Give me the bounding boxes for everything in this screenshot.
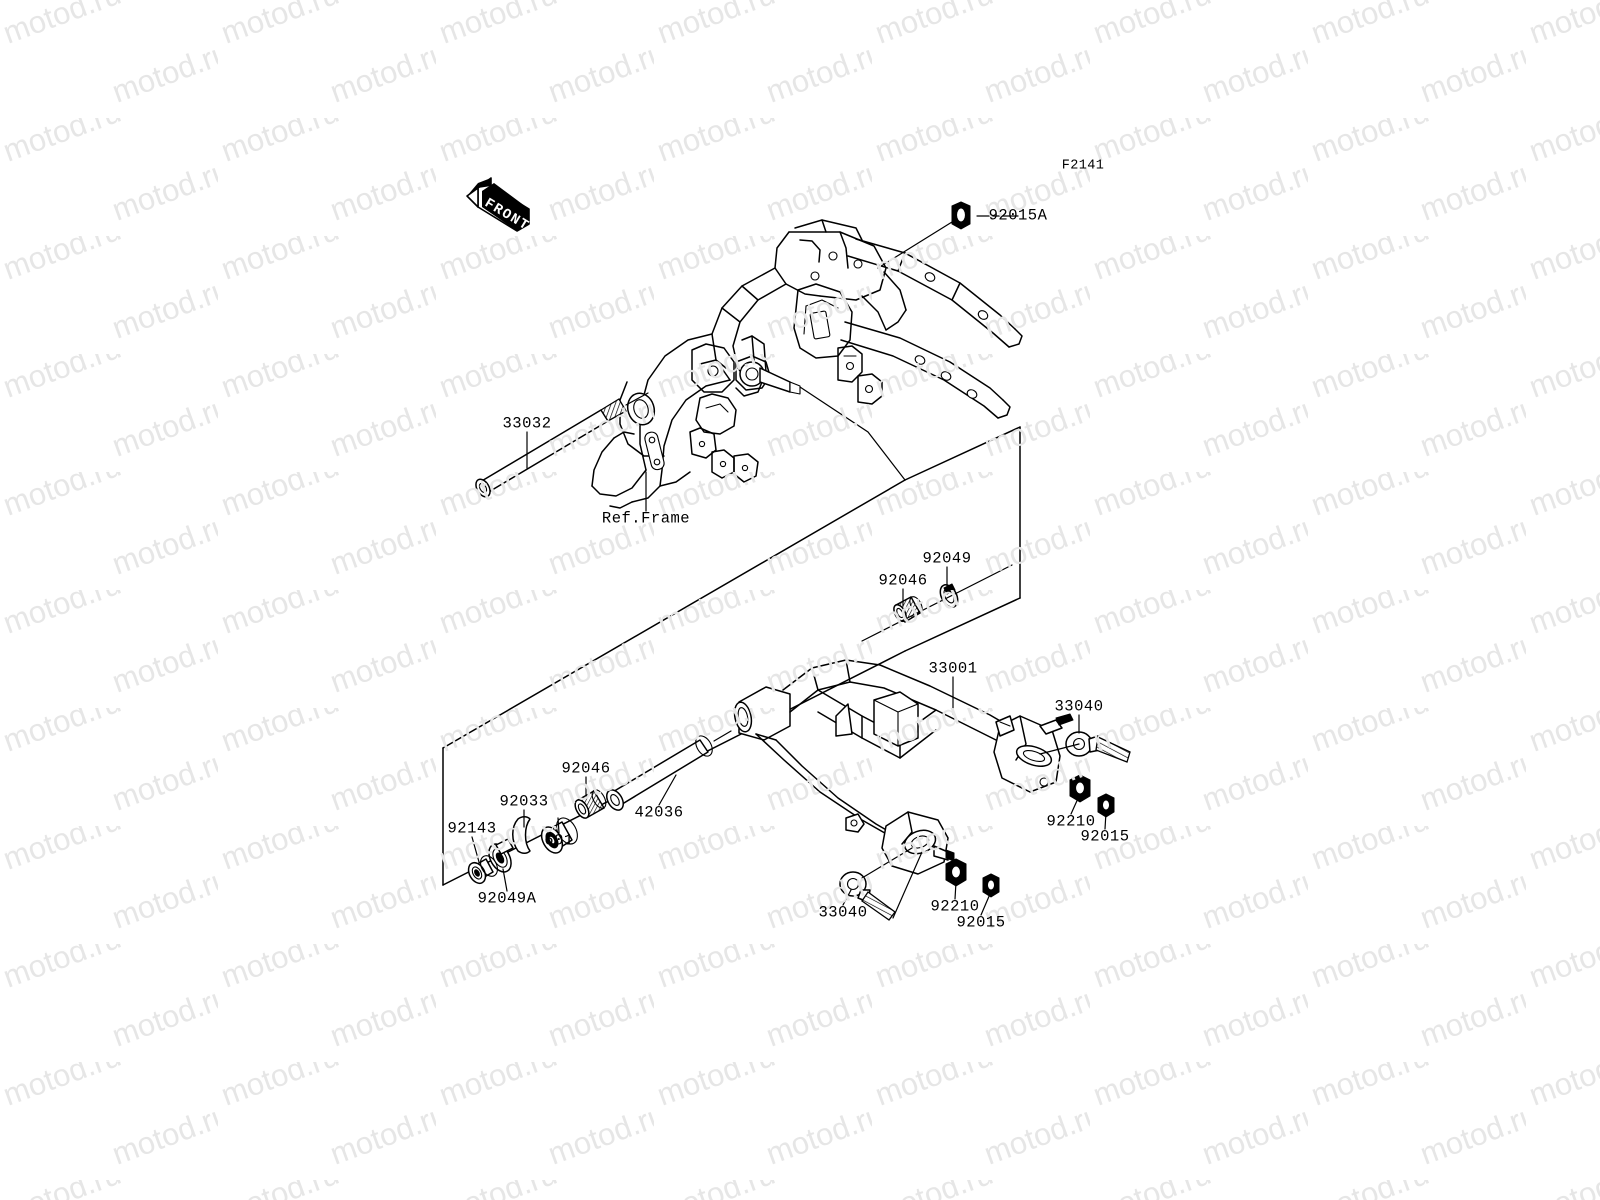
part-label-92046-lower: 92046 <box>561 759 611 778</box>
part-label-92015A: 92015A <box>988 206 1048 225</box>
part-label-92033: 92033 <box>499 792 549 811</box>
reference-frame-label: Ref.Frame <box>601 509 691 528</box>
part-label-33040-right: 33040 <box>1054 697 1104 716</box>
part-label-33040-bottom: 33040 <box>818 903 868 922</box>
diagram-code: F2141 <box>1061 158 1105 174</box>
part-label-92143: 92143 <box>447 819 497 838</box>
part-label-92015-right: 92015 <box>1080 827 1130 846</box>
part-label-92049: 92049 <box>922 549 972 568</box>
part-label-601: 601 <box>544 831 574 850</box>
part-label-33032: 33032 <box>502 414 552 433</box>
front-direction-marker: FRONT <box>461 169 541 237</box>
part-label-92015-bottom: 92015 <box>956 913 1006 932</box>
part-label-42036: 42036 <box>634 803 684 822</box>
part-label-92046-upper: 92046 <box>878 571 928 590</box>
part-label-92049A: 92049A <box>477 889 537 908</box>
part-label-33001: 33001 <box>928 659 978 678</box>
